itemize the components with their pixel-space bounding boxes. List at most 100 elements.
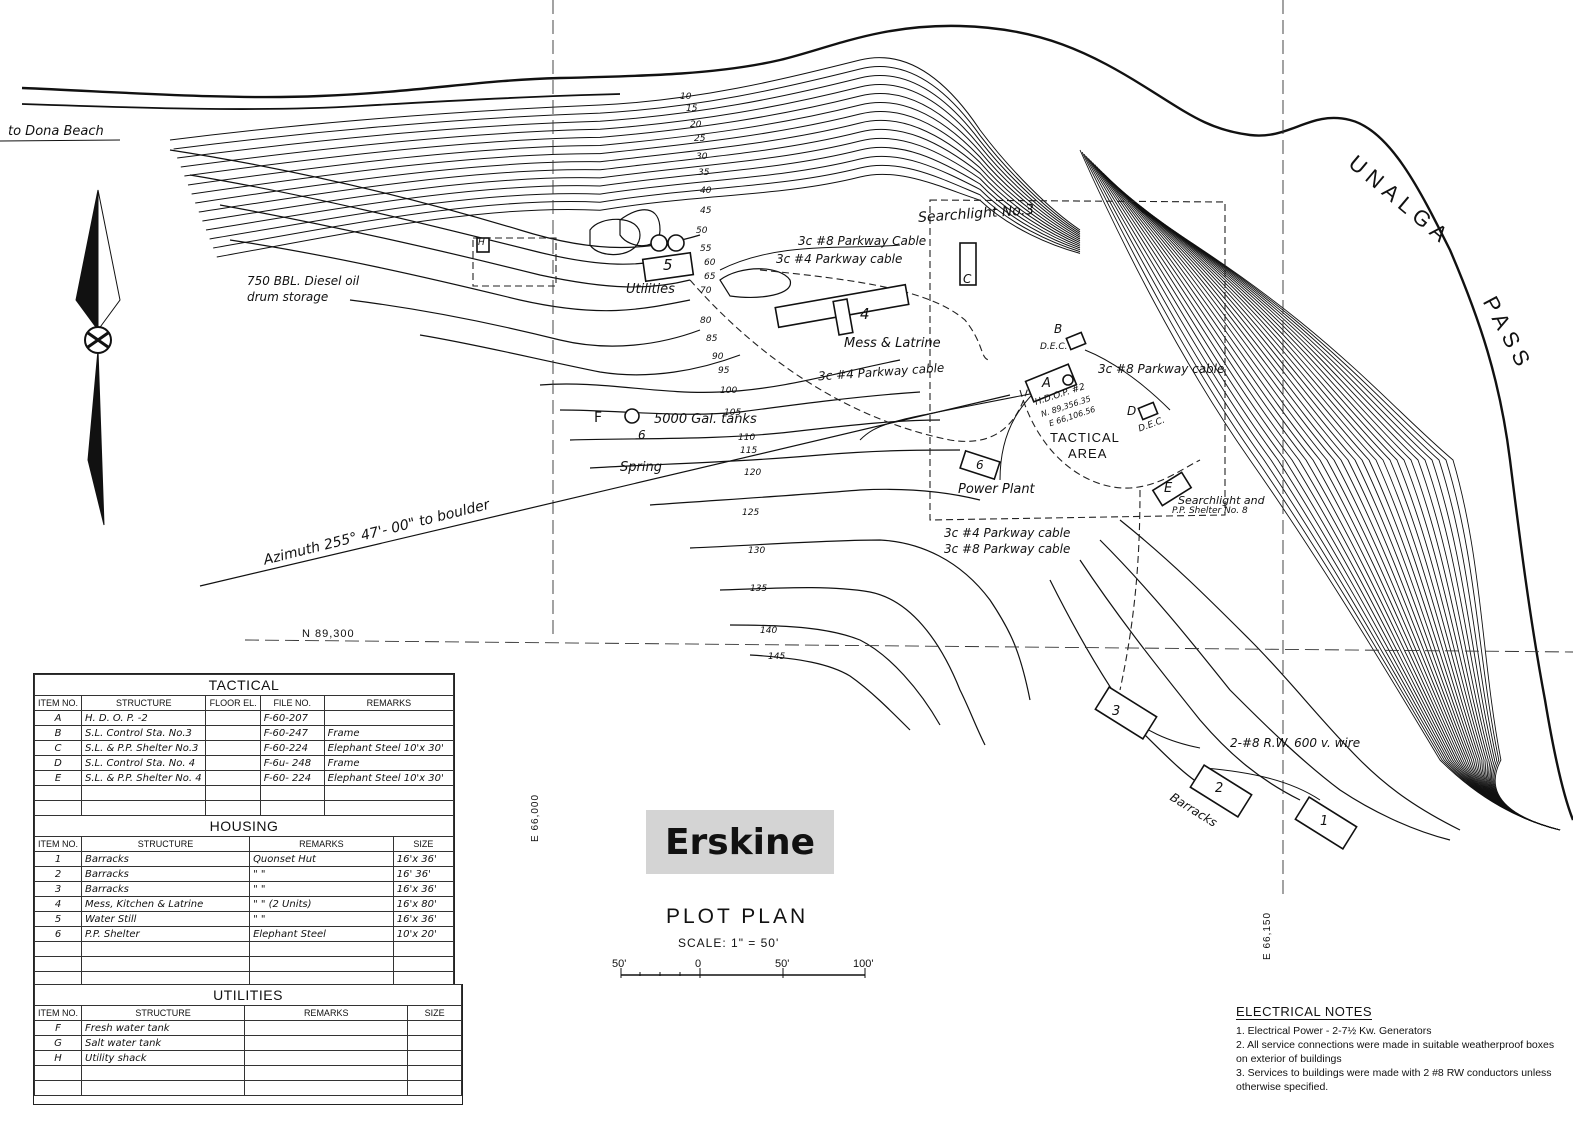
table-cell: S.L. Control Sta. No. 4 [80,755,207,771]
table-cell: C [34,740,82,756]
building-id-f: F [594,410,603,426]
building-id-b: B [1054,322,1063,336]
table-row [34,785,455,801]
electrical-note-3: 3. Services to buildings were made with … [1236,1067,1552,1093]
contour-line [202,137,1081,247]
table-cell: Water Still [80,911,251,927]
grid-east-label-2: E 66,150 [1262,911,1273,960]
label-cable-a1: 3c #8 Parkway Cable [798,234,927,248]
table-row [34,1065,462,1081]
table-cell: H. D. O. P. -2 [80,710,207,726]
table-cell: F-60-224 [259,740,325,756]
table-cell: Barracks [80,866,251,882]
table-cell: Elephant Steel 10'x 30' [323,740,455,756]
table-cell: P.P. Shelter [80,926,251,942]
contour-label: 60 [704,258,716,268]
table-cell: Utility shack [80,1050,246,1066]
table-cell: 2 [34,866,82,882]
contour-line [173,66,1081,233]
table-cell [407,1080,462,1096]
scale-tick-2: 0 [695,958,702,970]
contour-line [191,110,1081,242]
table-cell: H [34,1050,82,1066]
label-mess-latrine: Mess & Latrine [844,336,941,351]
table-cell [34,956,82,972]
contour-line [1102,172,1561,831]
building-id-2: 2 [1215,781,1224,796]
contour-label: 70 [700,286,712,296]
building-id-4: 4 [860,305,870,323]
contour-label: 140 [760,626,778,636]
table-cell: 10'x 20' [392,926,455,942]
table-row [34,971,455,987]
contour-label: 85 [706,334,718,344]
table-cell [80,785,207,801]
table-cell [205,785,261,801]
table-cell: S.L. & P.P. Shelter No. 4 [80,770,207,786]
contour-label: 125 [742,508,760,518]
contour-line [209,155,1081,251]
tactical-table-header: REMARKS [323,695,455,711]
table-cell: " " [249,866,394,882]
housing-table-header: SIZE [392,836,455,852]
table-cell [323,800,455,816]
table-cell [80,800,207,816]
contour-label: 35 [698,168,710,178]
scale-tick-1: 50' [612,958,627,970]
contour-label: 10 [680,92,692,102]
table-cell: 16'x 36' [392,911,455,927]
label-wire: 2-#8 R.W. 600 v. wire [1230,736,1361,750]
table-cell: F-6u- 248 [259,755,325,771]
scale-tick-3: 50' [775,958,790,970]
table-cell [34,785,82,801]
table-cell: F-60-247 [259,725,325,741]
building-id-5: 5 [663,256,673,274]
table-cell: 16'x 36' [392,881,455,897]
table-cell [249,941,394,957]
contour-label: 45 [700,206,712,216]
table-cell: F [34,1020,82,1036]
table-cell: D [34,755,82,771]
location-badge: Erskine [646,810,834,874]
contour-line [177,75,1081,235]
table-cell: 3 [34,881,82,897]
label-spring: Spring [620,460,662,475]
contour-label: 95 [718,366,730,376]
table-cell [323,710,455,726]
housing-title: HOUSING [34,815,454,837]
table-cell: 6 [34,926,82,942]
label-dec-1: D.E.C. [1040,342,1068,352]
contour-label: 110 [738,433,756,443]
north-arrow-icon [75,189,121,526]
utilities-table-header: STRUCTURE [80,1005,246,1021]
electrical-note-1: 1. Electrical Power - 2-7½ Kw. Generator… [1236,1025,1432,1037]
label-tanks: 5000 Gal. tanks [654,412,757,427]
contour-line [198,128,1081,245]
table-cell: G [34,1035,82,1051]
contour-line [216,173,1081,258]
table-cell: Elephant Steel 10'x 30' [323,770,455,786]
label-searchlight-8b: P.P. Shelter No. 8 [1172,506,1248,516]
utilities-table-header: ITEM NO. [34,1005,82,1021]
table-cell [249,956,394,972]
contour-line [187,101,1081,240]
table-cell: F-60- 224 [259,770,325,786]
table-cell: Barracks [80,881,251,897]
building-id-1: 1 [1320,814,1329,829]
building-id-6: 6 [976,458,984,472]
table-row [34,1080,462,1096]
housing-table-header: ITEM NO. [34,836,82,852]
building-id-h: H [478,238,485,248]
label-diesel-1: 750 BBL. Diesel oil [247,274,360,288]
contour-label: 50 [696,226,708,236]
table-cell: 4 [34,896,82,912]
utilities-table-header: REMARKS [244,1005,409,1021]
table-cell: Frame [323,725,455,741]
table-cell: Barracks [80,851,251,867]
